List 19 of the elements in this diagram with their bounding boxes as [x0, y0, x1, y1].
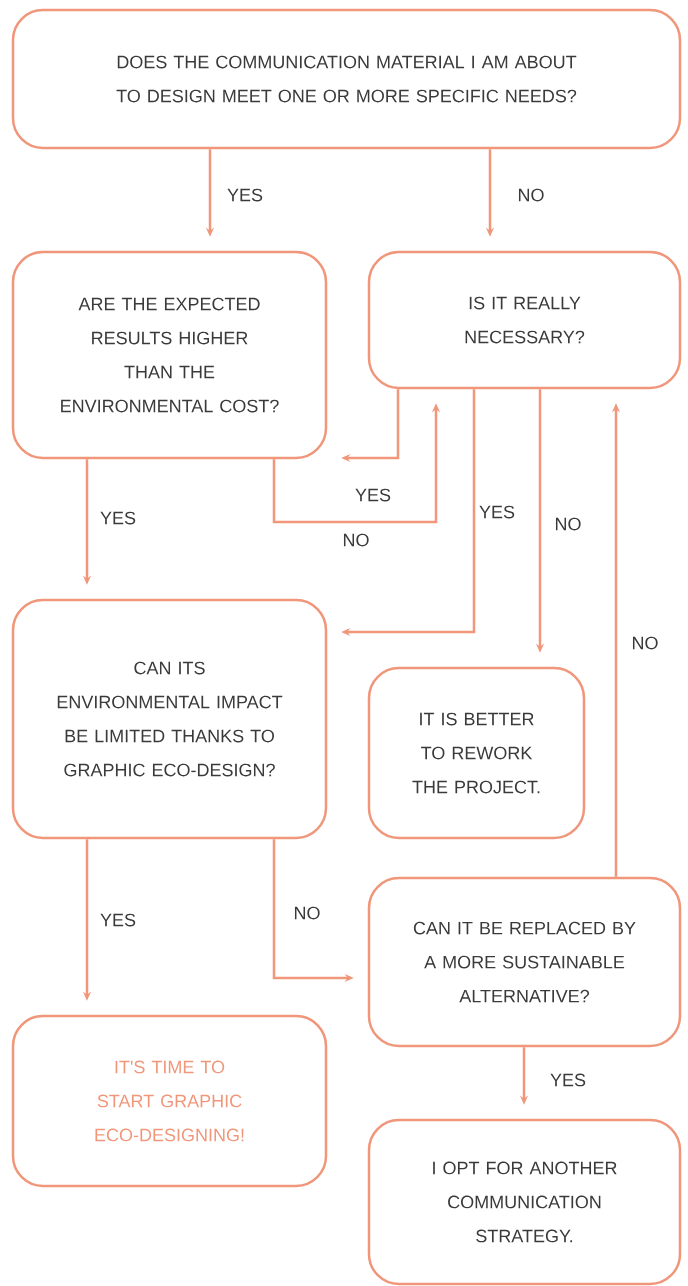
- edge-label: YES: [353, 486, 393, 504]
- question-box: CAN ITS ENVIRONMENTAL IMPACT BE LIMITED THANKS TO GRAPHIC ECO-DESIGN?: [11, 598, 328, 840]
- question-box: ARE THE EXPECTED RESULTS HIGHER THAN THE ENVIRONMENTAL COST?: [11, 250, 328, 460]
- question-box: I OPT FOR ANOTHER COMMUNICATION STRATEGY.: [367, 1118, 682, 1286]
- edge-label: NO: [552, 515, 584, 533]
- question-box: IS IT REALLY NECESSARY?: [367, 250, 682, 390]
- question-box: DOES THE COMMUNICATION MATERIAL I AM ABOUT TO DESIGN MEET ONE OR MORE SPECIFIC NEEDS?: [11, 8, 682, 150]
- question-box: CAN IT BE REPLACED BY A MORE SUSTAINABLE ALTERNATIVE?: [367, 876, 682, 1048]
- question-box: IT IS BETTER TO REWORK THE PROJECT.: [367, 666, 586, 840]
- edge-label: YES: [477, 503, 517, 521]
- edge-label: YES: [225, 186, 265, 204]
- question-box: IT'S TIME TO START GRAPHIC ECO-DESIGNING!: [11, 1014, 328, 1188]
- edge-label: NO: [291, 904, 323, 922]
- edge-label: NO: [340, 531, 372, 549]
- edge-label: YES: [98, 509, 138, 527]
- edge-label: YES: [548, 1071, 588, 1089]
- edge-label: NO: [629, 634, 661, 652]
- edge-label: NO: [515, 186, 547, 204]
- edge-label: YES: [98, 911, 138, 929]
